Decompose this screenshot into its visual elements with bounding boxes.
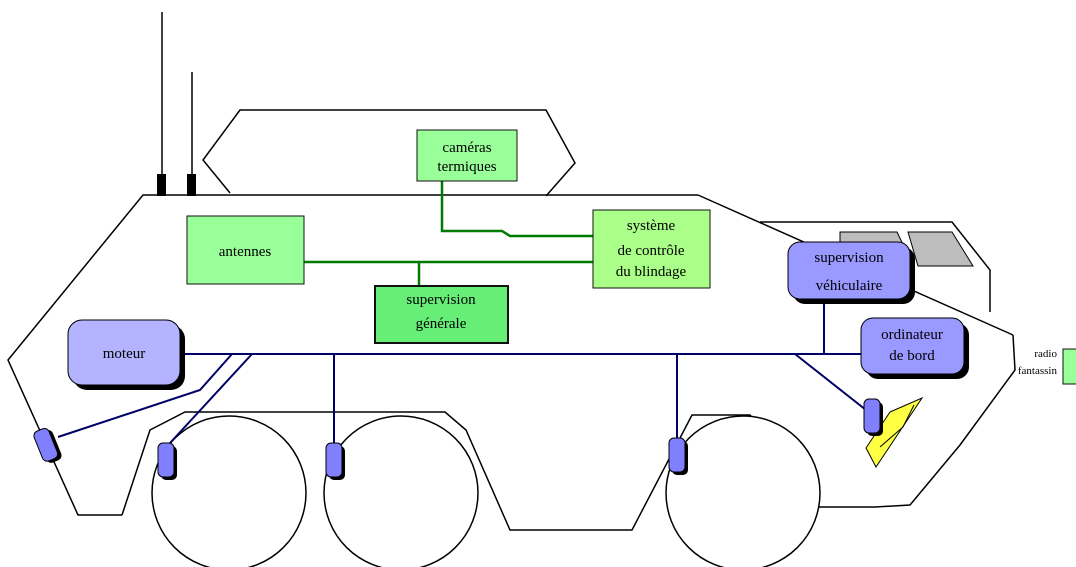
bus-to-front-sensor: [794, 353, 867, 411]
antenna-base-left: [157, 174, 166, 196]
cab-window-right: [907, 231, 974, 267]
sensor-rear: [33, 427, 62, 463]
sensor-wheel3: [668, 437, 688, 475]
wheel-3: [665, 415, 821, 567]
box-supgen-line2: générale: [416, 316, 467, 332]
box-antennes: antennes: [186, 215, 305, 285]
vehicle-bus: [57, 300, 867, 445]
sensor-wheel3-body: [668, 437, 686, 473]
yellow-component-wire: [879, 404, 915, 448]
box-supgen-rect: [374, 285, 509, 344]
box-antennes-rect: [186, 215, 305, 285]
box-moteur: moteur: [67, 319, 185, 390]
box-cameras-line2: termiques: [437, 159, 496, 175]
box-cameras-line1: caméras: [442, 140, 491, 156]
box-supveh-line2: véhiculaire: [816, 278, 883, 294]
turret-outline: [202, 109, 576, 197]
box-ordinateur-rect: [860, 317, 965, 375]
legend-radio-line1: radio: [1034, 348, 1057, 360]
box-antennes-label: antennes: [219, 244, 272, 260]
sensor-wheel1-body: [157, 442, 175, 478]
sensor-wheel2-body: [325, 442, 343, 478]
legend-radio-swatch: [1062, 348, 1076, 385]
box-supgen-line1: supervision: [406, 292, 476, 308]
front-nose: [874, 334, 1016, 508]
box-cameras: caméras termiques: [416, 129, 518, 182]
bus-to-rear-sensor: [57, 353, 233, 438]
box-cameras-rect: [416, 129, 518, 182]
cab-outline: [760, 221, 991, 312]
box-systeme-line2: de contrôle: [617, 243, 684, 259]
wheel-1: [151, 415, 307, 567]
antennas: [157, 12, 196, 196]
green-wire-cameras: [440, 181, 593, 238]
green-network: [304, 181, 593, 286]
box-supveh-rect: [787, 241, 911, 300]
box-supveh-line1: supervision: [814, 250, 884, 266]
box-systeme: système de contrôle du blindage: [592, 209, 711, 289]
sensor-front-body: [863, 398, 881, 434]
wheel-2: [323, 415, 479, 567]
box-moteur-label: moteur: [103, 346, 146, 362]
sensor-rear-body: [33, 427, 59, 462]
box-systeme-line1: système: [627, 218, 676, 234]
sensors: [33, 398, 883, 480]
box-ordinateur-line2: de bord: [889, 348, 935, 364]
wheels: [151, 415, 821, 567]
antenna-base-right: [187, 174, 196, 196]
box-systeme-line3: du blindage: [616, 264, 687, 280]
legend-radio-line2: fantassin: [1018, 365, 1058, 377]
hull-outline: [7, 194, 698, 516]
box-ordinateur-line1: ordinateur: [881, 327, 943, 343]
legend-radio-fantassin: radio fantassin: [1018, 348, 1076, 385]
box-supgen: supervision générale: [374, 285, 509, 344]
sensor-wheel1: [157, 442, 177, 480]
box-systeme-rect: [592, 209, 711, 289]
box-moteur-rect: [67, 319, 181, 386]
bus-to-wheel1: [169, 353, 253, 444]
box-supveh: supervision véhiculaire: [787, 241, 915, 304]
sensor-wheel2: [325, 442, 345, 480]
sensor-front: [863, 398, 883, 436]
box-ordinateur: ordinateur de bord: [860, 317, 969, 379]
